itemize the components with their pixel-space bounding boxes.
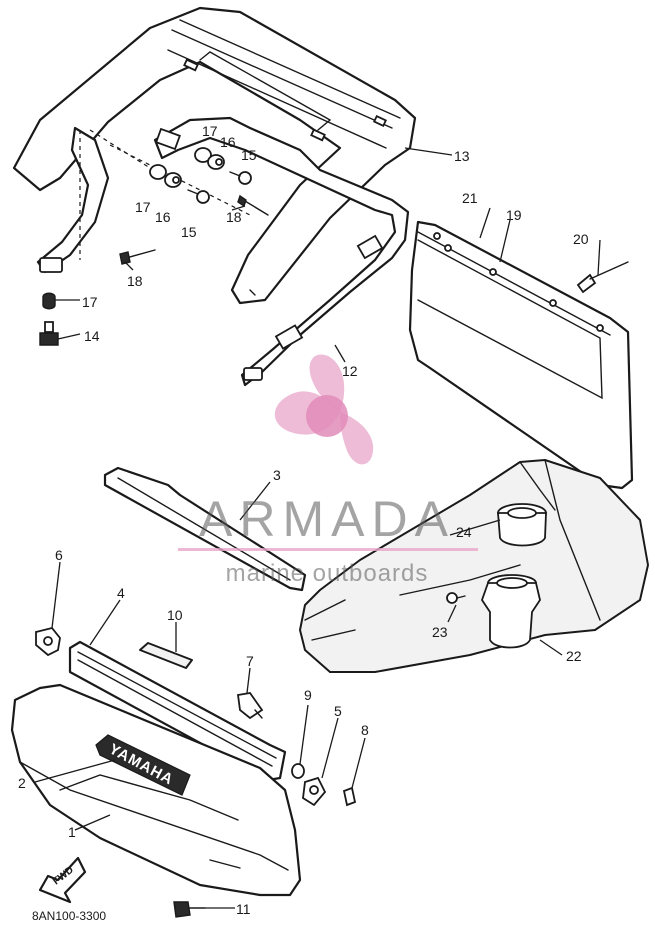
part-4-channel-bracket	[68, 640, 287, 782]
callout-4: 4	[117, 585, 125, 601]
callout-23: 23	[432, 624, 448, 640]
part-6-clip	[35, 626, 61, 657]
callout-13: 13	[454, 148, 470, 164]
callout-12: 12	[342, 363, 358, 379]
callout-22: 22	[566, 648, 582, 664]
callout-21: 21	[462, 190, 478, 206]
callout-9: 9	[304, 687, 312, 703]
part-3-long-strip	[103, 466, 307, 592]
fastener-cluster	[39, 147, 269, 346]
callout-18-mid: 18	[226, 209, 242, 225]
callout-1: 1	[68, 824, 76, 840]
callout-16-mid: 16	[155, 209, 171, 225]
part-24-grommet	[497, 503, 547, 547]
callout-24: 24	[456, 524, 472, 540]
callout-19: 19	[506, 207, 522, 223]
callout-20: 20	[573, 231, 589, 247]
fwd-arrow-icon: FWD	[38, 856, 87, 904]
watermark-tagline: marine outboards	[226, 560, 429, 587]
part-8-pin	[342, 786, 357, 807]
callout-15-mid: 15	[181, 224, 197, 240]
part-11-bolt	[173, 901, 206, 918]
callout-10: 10	[167, 607, 183, 623]
callout-16-top: 16	[220, 134, 236, 150]
part-20-screw	[576, 261, 629, 294]
watermark-propeller-logo	[274, 354, 374, 465]
callout-6: 6	[55, 547, 63, 563]
watermark-brand: ARMADA	[199, 491, 455, 547]
callout-17-mid: 17	[135, 199, 151, 215]
watermark: ARMADA marine outboards	[178, 491, 478, 587]
diagram-code: 8AN100-3300	[32, 909, 106, 923]
lower-cowling-body	[299, 459, 649, 673]
part-5-grommet	[302, 776, 327, 807]
callout-18-left: 18	[127, 273, 143, 289]
callout-14: 14	[84, 328, 100, 344]
callout-11: 11	[236, 901, 251, 917]
callout-labels: 13 17 16 15 17 16 15 18 18 17 14 21 19 2…	[18, 123, 589, 917]
watermark-underline	[178, 548, 478, 551]
part-7-clip	[236, 692, 264, 720]
part-19-rear-plate	[408, 220, 634, 490]
part-1-front-cover	[10, 683, 302, 897]
part-13-top-frame	[12, 6, 417, 305]
callout-7: 7	[246, 653, 254, 669]
callout-17-top: 17	[202, 123, 218, 139]
callout-2: 2	[18, 775, 26, 791]
frame-mount-bracket	[36, 126, 251, 274]
part-10-label-strip	[139, 642, 193, 669]
callout-5: 5	[334, 703, 342, 719]
part-23-screw	[446, 592, 466, 604]
part-12-handle-bracket	[153, 116, 410, 387]
callout-15-top: 15	[241, 147, 257, 163]
part-22-bushing	[481, 574, 541, 649]
callout-8: 8	[361, 722, 369, 738]
callout-17-left: 17	[82, 294, 98, 310]
callout-3: 3	[273, 467, 281, 483]
part-9-washer	[291, 763, 305, 779]
leader-lines	[34, 147, 601, 909]
